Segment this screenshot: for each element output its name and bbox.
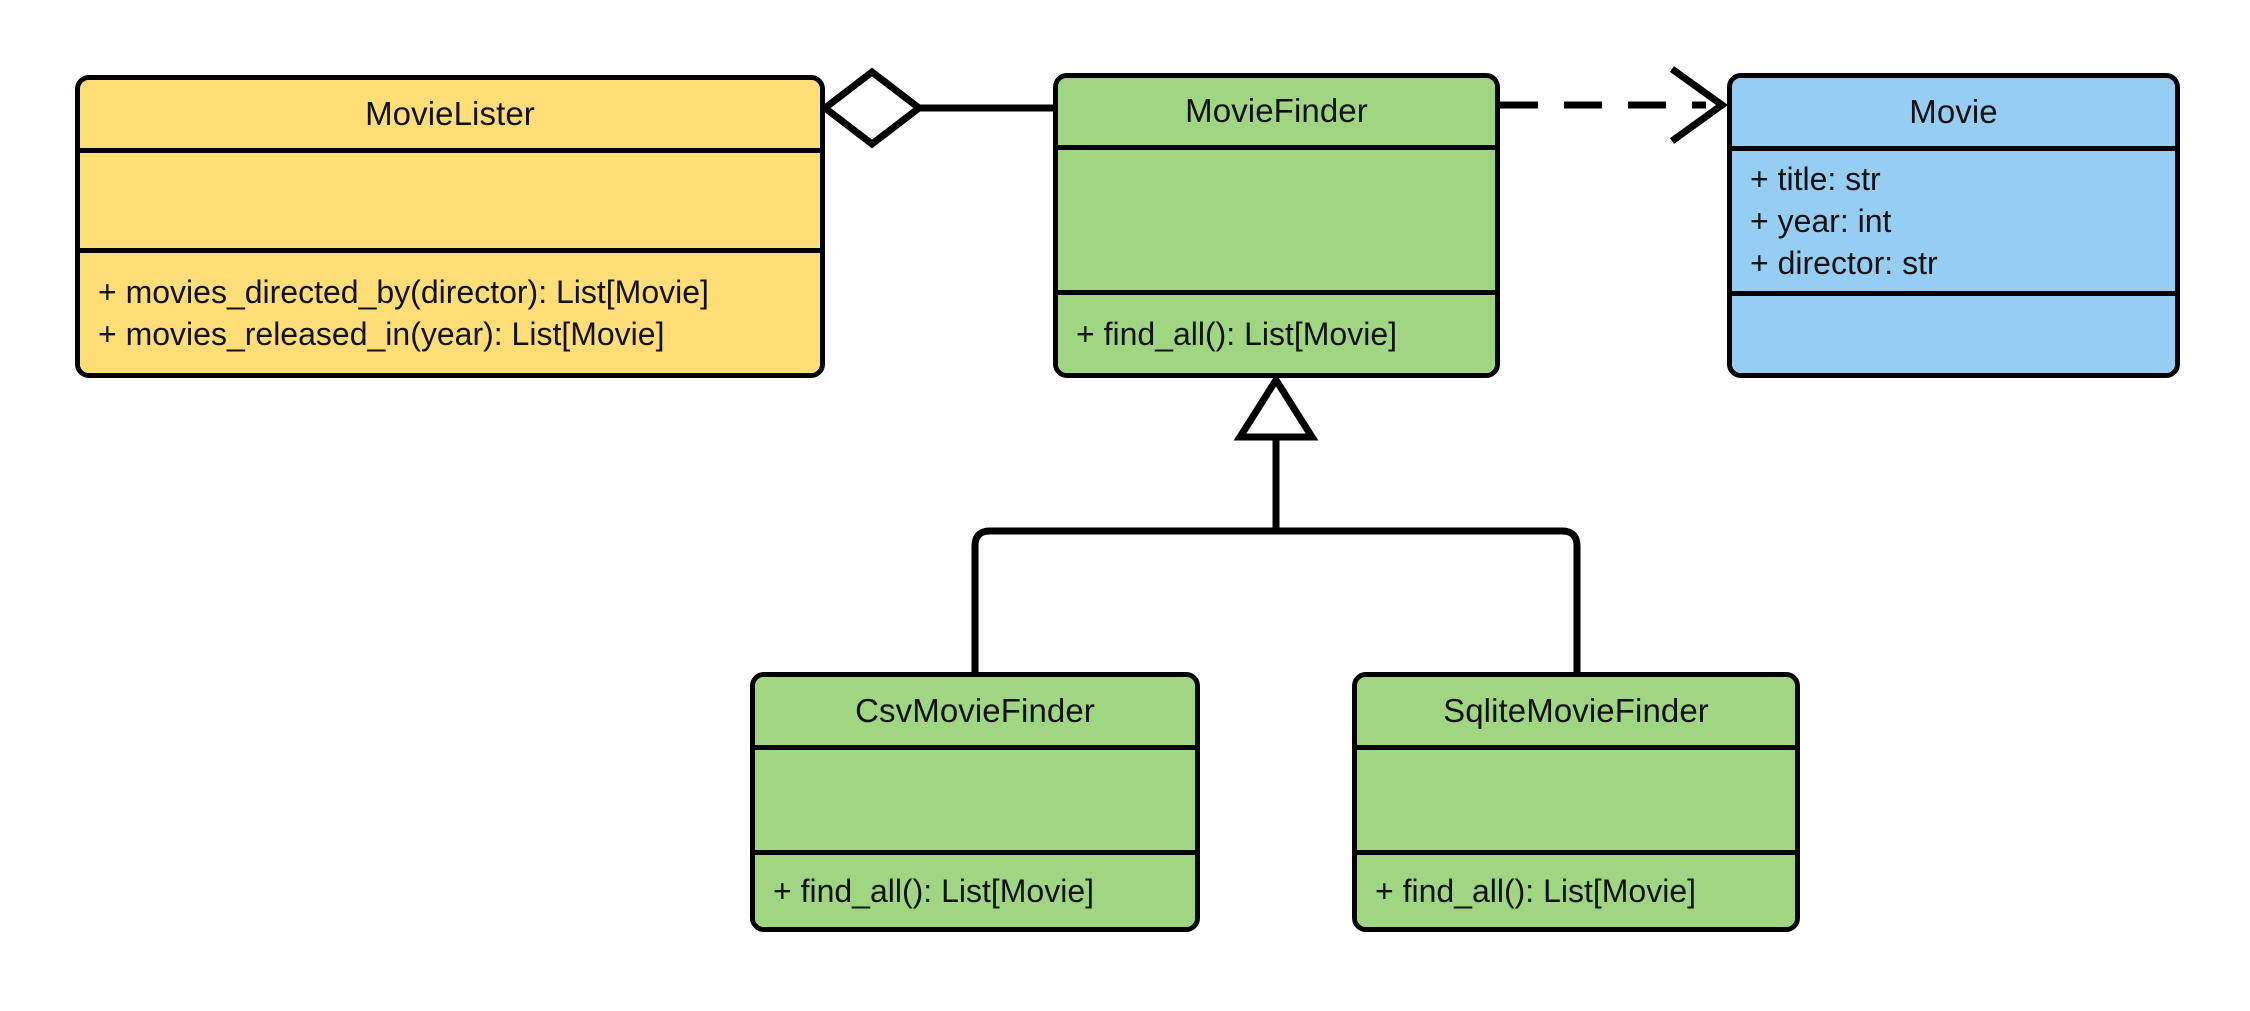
dependency-edge-finder-to-movie <box>1500 66 1728 144</box>
class-name-label: Movie <box>1909 92 1998 130</box>
class-box-movie-lister[interactable]: MovieLister + movies_directed_by(directo… <box>75 75 825 378</box>
class-box-sqlite-movie-finder[interactable]: SqliteMovieFinder + find_all(): List[Mov… <box>1352 672 1800 932</box>
class-name-label: MovieFinder <box>1185 92 1368 130</box>
generalization-edge-tree <box>971 373 1581 672</box>
class-box-movie[interactable]: Movie + title: str + year: int + directo… <box>1727 73 2180 378</box>
class-name-label: MovieLister <box>365 94 535 132</box>
class-name-compartment: Movie <box>1732 78 2175 146</box>
class-attributes-compartment <box>755 745 1195 850</box>
method-item: + movies_directed_by(director): List[Mov… <box>98 273 709 310</box>
class-methods-compartment: + movies_directed_by(director): List[Mov… <box>80 248 820 373</box>
open-arrowhead-icon <box>1669 66 1728 144</box>
class-methods-compartment: + find_all(): List[Movie] <box>755 850 1195 927</box>
class-name-compartment: SqliteMovieFinder <box>1357 677 1795 745</box>
generalization-branch-bar <box>971 527 1581 672</box>
class-attributes-compartment <box>80 148 820 248</box>
class-methods-compartment: + find_all(): List[Movie] <box>1058 290 1495 373</box>
class-box-csv-movie-finder[interactable]: CsvMovieFinder + find_all(): List[Movie] <box>750 672 1200 932</box>
method-item: + find_all(): List[Movie] <box>1375 872 1697 909</box>
class-name-label: SqliteMovieFinder <box>1443 691 1709 729</box>
attribute-item: + year: int <box>1750 202 1892 239</box>
class-box-movie-finder[interactable]: MovieFinder + find_all(): List[Movie] <box>1053 73 1500 378</box>
attribute-item: + title: str <box>1750 160 1881 197</box>
hollow-triangle-icon <box>1233 373 1319 441</box>
class-attributes-compartment: + title: str + year: int + director: str <box>1732 146 2175 291</box>
attribute-item: + director: str <box>1750 245 1938 282</box>
class-attributes-compartment <box>1357 745 1795 850</box>
method-item: + find_all(): List[Movie] <box>773 872 1095 909</box>
class-name-compartment: MovieLister <box>80 80 820 148</box>
method-item: + movies_released_in(year): List[Movie] <box>98 316 665 352</box>
class-name-label: CsvMovieFinder <box>855 691 1095 729</box>
class-attributes-compartment <box>1058 145 1495 290</box>
class-methods-compartment: + find_all(): List[Movie] <box>1357 850 1795 927</box>
class-name-compartment: MovieFinder <box>1058 78 1495 145</box>
class-methods-compartment <box>1732 291 2175 373</box>
aggregation-edge-lister-to-finder <box>819 67 1053 149</box>
method-item: + find_all(): List[Movie] <box>1076 315 1398 352</box>
hollow-diamond-icon <box>819 67 925 149</box>
class-name-compartment: CsvMovieFinder <box>755 677 1195 745</box>
